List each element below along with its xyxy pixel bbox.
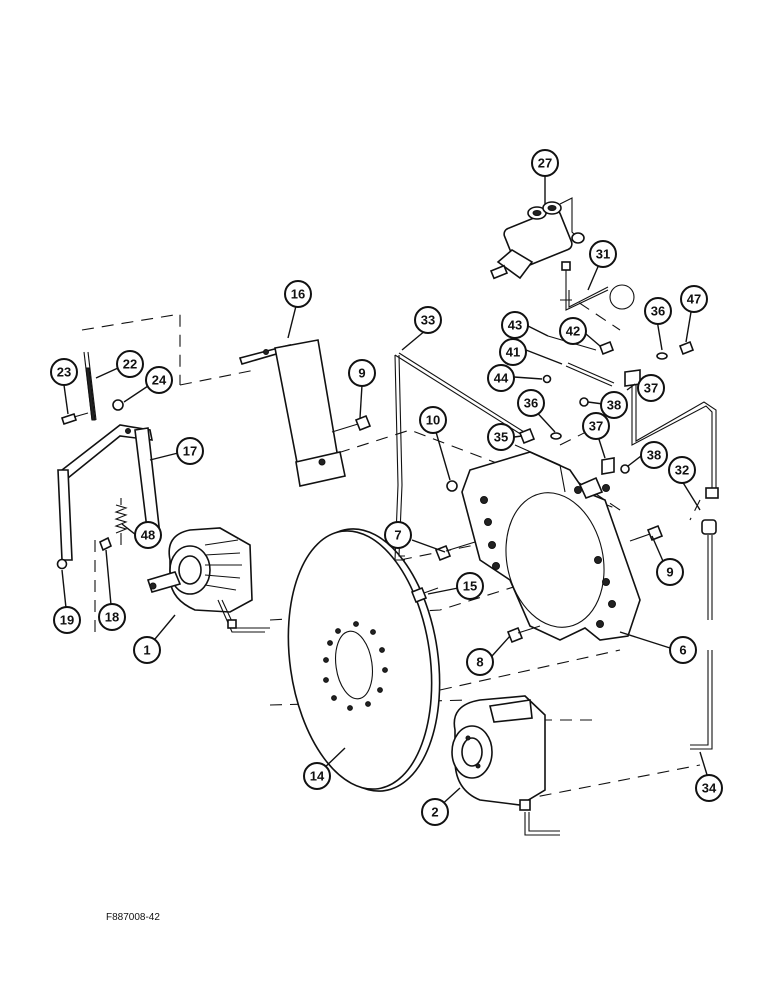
callout-15: 15: [456, 572, 484, 600]
callout-37-lower: 37: [582, 412, 610, 440]
callout-33: 33: [414, 306, 442, 334]
callout-1: 1: [133, 636, 161, 664]
callout-37-upper: 37: [637, 374, 665, 402]
callout-33-label: 33: [421, 313, 435, 328]
callout-31-label: 31: [596, 247, 610, 262]
callout-35: 35: [487, 423, 515, 451]
callout-43-label: 43: [508, 318, 522, 333]
callout-36-lower-label: 36: [524, 396, 538, 411]
callout-6: 6: [669, 636, 697, 664]
callout-10-label: 10: [426, 413, 440, 428]
callout-38-upper: 38: [600, 391, 628, 419]
pedal-bracket: [238, 339, 346, 487]
brake-caliper-1: [146, 527, 270, 633]
callout-7-label: 7: [394, 528, 401, 543]
callout-47-label: 47: [687, 292, 701, 307]
callout-34-label: 34: [702, 781, 717, 796]
brake-line-31: [565, 284, 635, 311]
callout-27: 27: [531, 149, 559, 177]
callout-34: 34: [695, 774, 723, 802]
callout-16: 16: [284, 280, 312, 308]
callout-14-label: 14: [310, 769, 325, 784]
callout-18-label: 18: [105, 610, 119, 625]
callout-38-upper-label: 38: [607, 398, 621, 413]
callout-2-label: 2: [431, 805, 438, 820]
callout-36-upper-label: 36: [651, 304, 665, 319]
callout-9-lower: 9: [656, 558, 684, 586]
brake-caliper-2: [451, 695, 546, 811]
callout-44: 44: [487, 364, 515, 392]
callout-24: 24: [145, 366, 173, 394]
callout-32: 32: [668, 456, 696, 484]
callout-48-label: 48: [141, 528, 155, 543]
brake-line-34: [524, 519, 717, 836]
spring: [114, 498, 128, 545]
callout-15-label: 15: [463, 579, 477, 594]
callout-41: 41: [499, 338, 527, 366]
callout-19: 19: [53, 606, 81, 634]
callout-8: 8: [466, 648, 494, 676]
callout-36-upper: 36: [644, 297, 672, 325]
callout-19-label: 19: [60, 613, 74, 628]
callout-37-lower-label: 37: [589, 419, 603, 434]
callout-17: 17: [176, 437, 204, 465]
callout-2: 2: [421, 798, 449, 826]
callout-27-label: 27: [538, 156, 552, 171]
callout-31: 31: [589, 240, 617, 268]
callout-14: 14: [303, 762, 331, 790]
callout-44-label: 44: [494, 371, 509, 386]
callout-8-label: 8: [476, 655, 483, 670]
callout-35-label: 35: [494, 430, 508, 445]
callout-6-label: 6: [679, 643, 686, 658]
callout-1-label: 1: [143, 643, 150, 658]
callout-9-upper: 9: [348, 359, 376, 387]
callout-17-label: 17: [183, 444, 197, 459]
callout-41-label: 41: [506, 345, 520, 360]
callout-38-lower-label: 38: [647, 448, 661, 463]
callout-10: 10: [419, 406, 447, 434]
leader-lines: [61, 176, 709, 809]
callout-23: 23: [50, 358, 78, 386]
callout-23-label: 23: [57, 365, 71, 380]
callout-42-label: 42: [566, 324, 580, 339]
callout-7: 7: [384, 521, 412, 549]
callout-18: 18: [98, 603, 126, 631]
callout-16-label: 16: [291, 287, 305, 302]
master-cylinder: [489, 197, 585, 290]
brake-line-upper-right: [631, 385, 719, 499]
brake-disc: [287, 528, 441, 792]
callout-36-lower: 36: [517, 389, 545, 417]
callout-48: 48: [134, 521, 162, 549]
callout-24-label: 24: [152, 373, 167, 388]
callout-43: 43: [501, 311, 529, 339]
callout-22-label: 22: [123, 357, 137, 372]
caliper-mounting-bracket: [461, 444, 641, 641]
callout-9-lower-label: 9: [666, 565, 673, 580]
callout-42: 42: [559, 317, 587, 345]
callout-22: 22: [116, 350, 144, 378]
callout-37-upper-label: 37: [644, 381, 658, 396]
callout-9-upper-label: 9: [358, 366, 365, 381]
callout-47: 47: [680, 285, 708, 313]
callout-38-lower: 38: [640, 441, 668, 469]
figure-code: F887008-42: [106, 912, 160, 923]
callout-32-label: 32: [675, 463, 689, 478]
